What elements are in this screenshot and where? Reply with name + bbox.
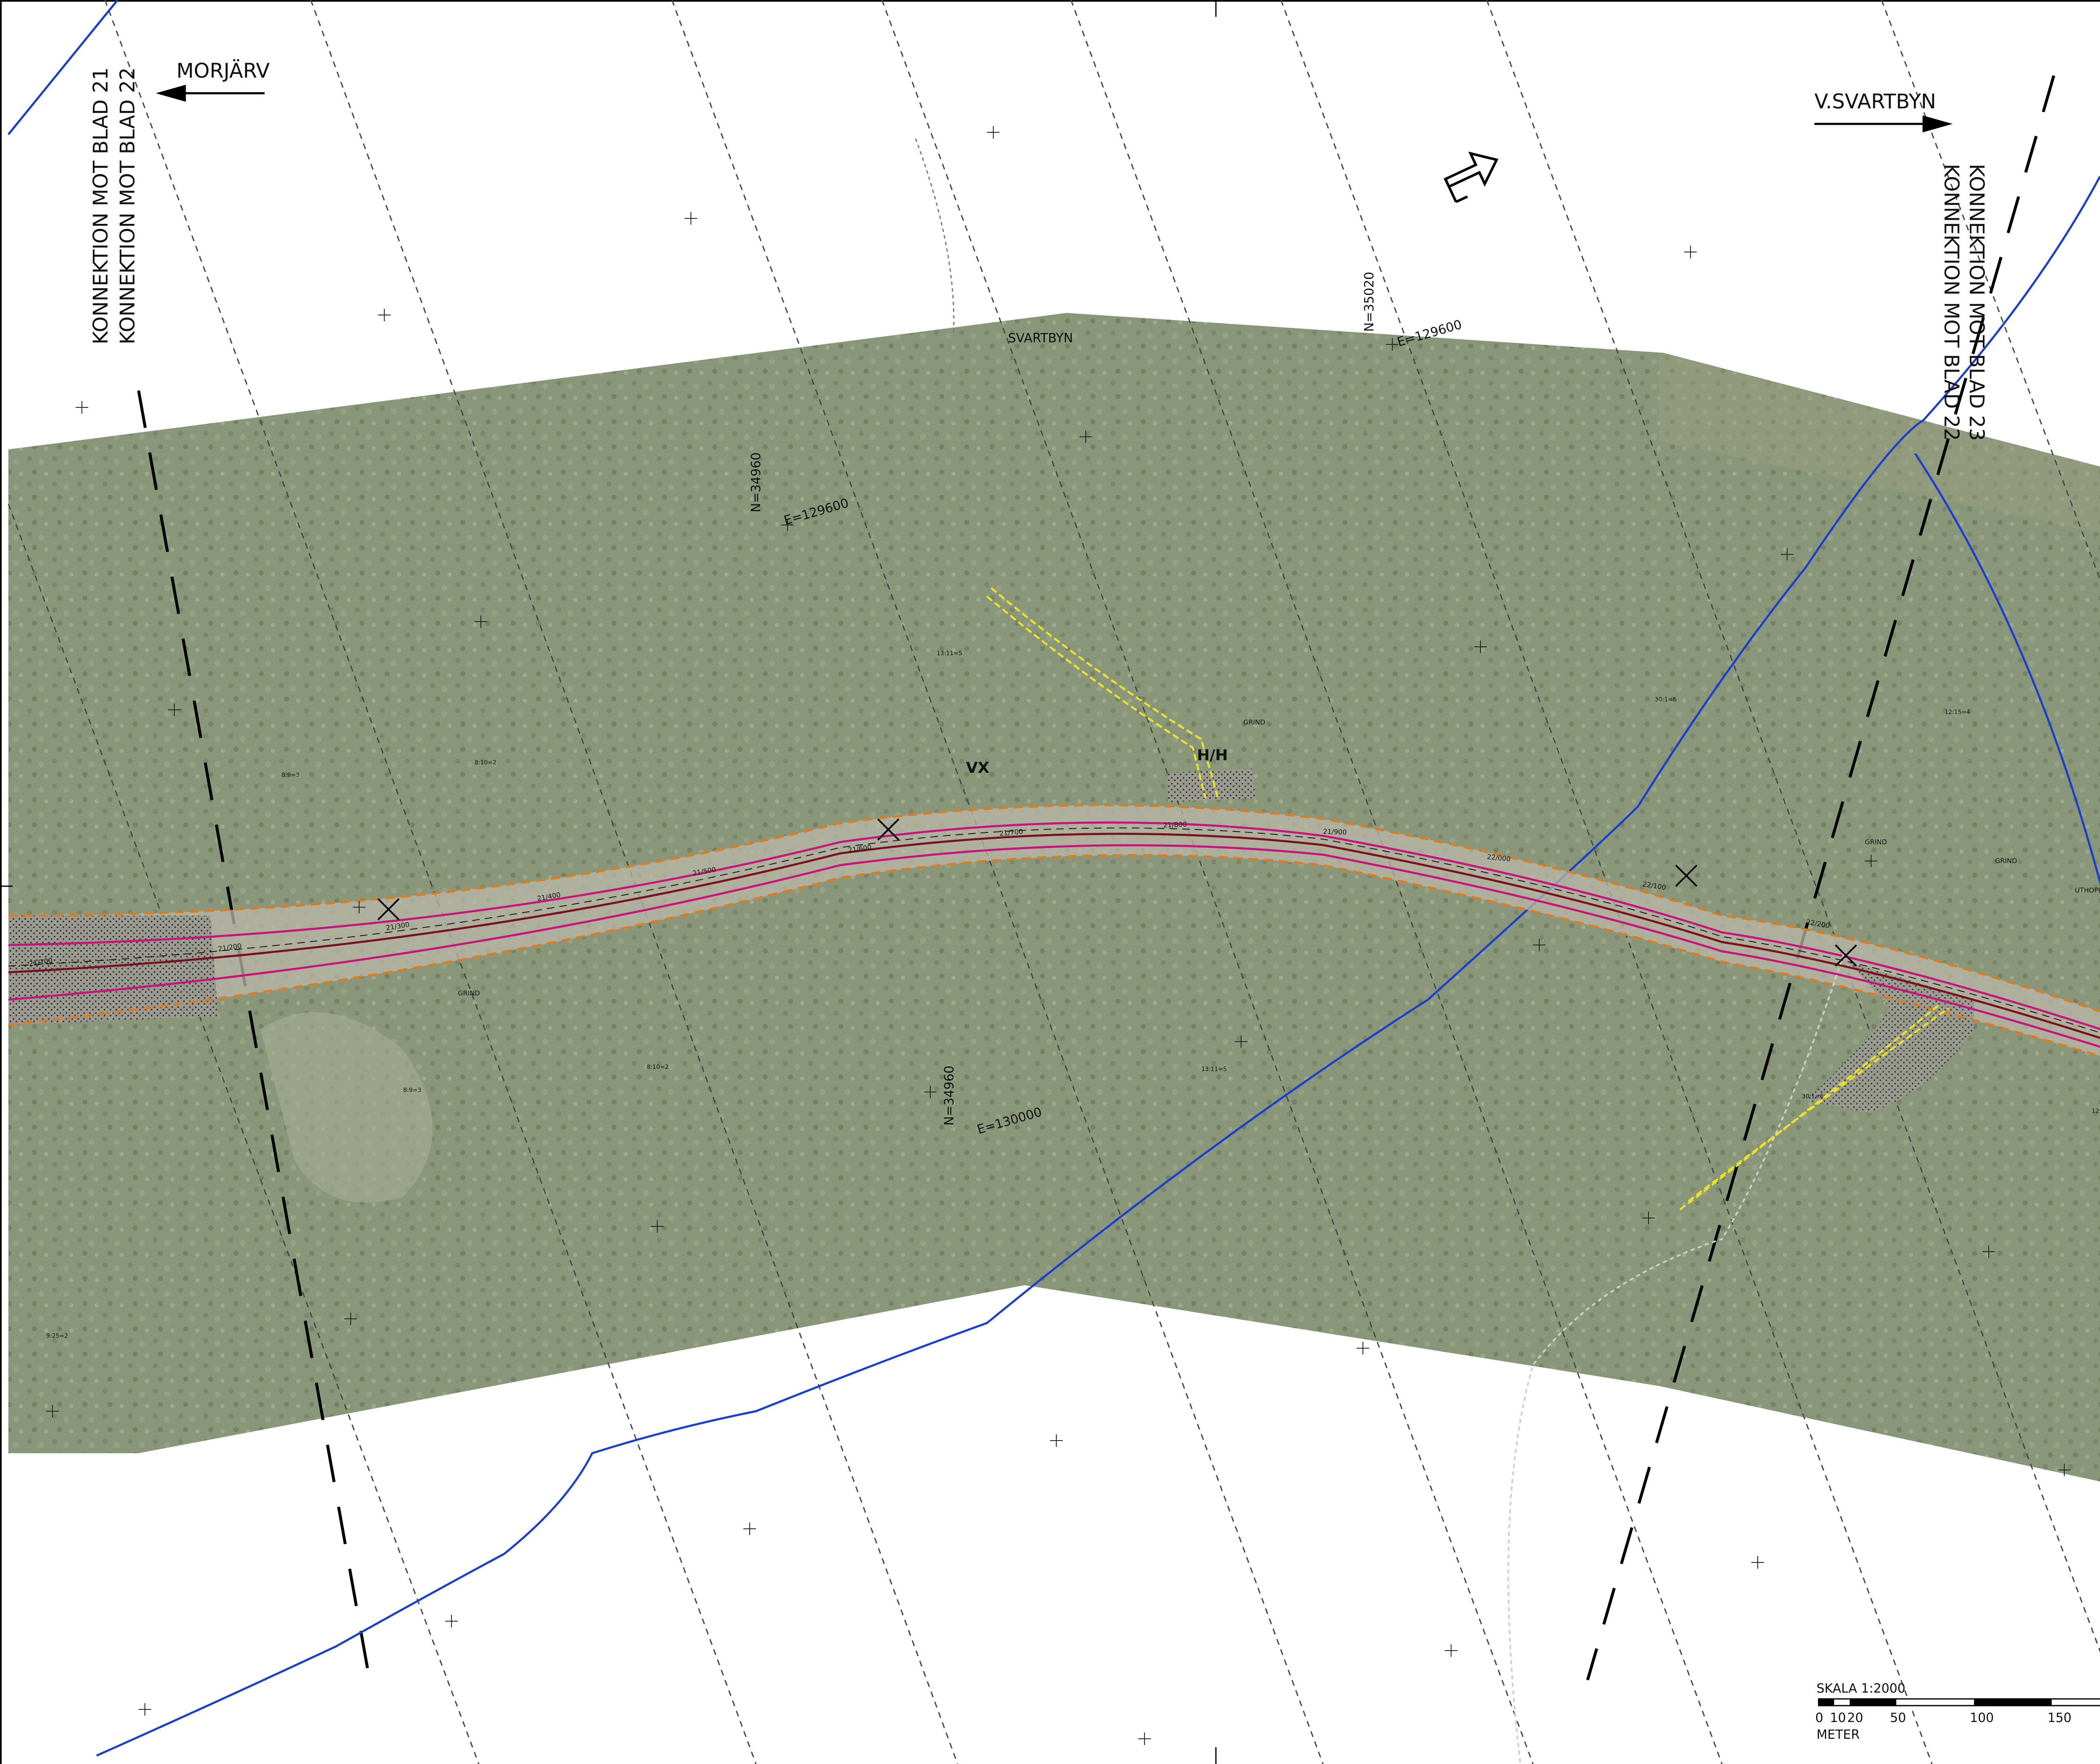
- area-label: 8:10=2: [475, 759, 496, 766]
- area-labels: 8:9=3 8:10=2 13:11=5 30:1=6 12:15=4 8:9=…: [46, 650, 2100, 1339]
- scale-tick: 50: [1890, 1711, 1906, 1725]
- access-paths: [986, 587, 1950, 1210]
- water-courses: [8, 0, 2100, 1757]
- area-label: 30:1=6: [1655, 696, 1677, 703]
- area-label: 8:10=2: [647, 1064, 669, 1071]
- scale-title: SKALA 1:2000: [1816, 1681, 1906, 1696]
- road-edges: [8, 821, 2100, 1048]
- dotted-cut-junction: [1806, 962, 1974, 1113]
- connection-right-1: KONNEKTION MOT BLAD 23: [1965, 164, 1988, 441]
- scale-tick: 0: [1815, 1711, 1823, 1725]
- area-label: 8:9=3: [281, 772, 299, 779]
- grind-label-2: GRIND: [458, 989, 480, 997]
- area-label: 12:15=4: [2092, 1108, 2100, 1115]
- dotted-cut-hh: [1168, 769, 1256, 802]
- culvert-markers: [377, 818, 1857, 967]
- chainage-label: 21/800: [1163, 820, 1187, 829]
- scale-bar: SKALA 1:2000 0 10 20 50 100 150 200 METE…: [1815, 1681, 2100, 1742]
- connection-left-2: KONNEKTION MOT BLAD 21: [89, 67, 113, 344]
- open-field: [1659, 353, 2100, 533]
- coord-n-34960-mid: N=34960: [749, 452, 764, 512]
- direction-west-label: MORJÄRV: [176, 59, 270, 83]
- chainage-label: 21/900: [1323, 827, 1347, 836]
- clearing: [260, 1012, 433, 1203]
- area-label: 12:15=4: [1945, 709, 1970, 716]
- grind-label-1: GRIND: [1243, 718, 1265, 726]
- grind-label-4: GRIND: [1995, 857, 2017, 865]
- area-label: 8:9=3: [403, 1087, 421, 1094]
- area-label: 30:1=6: [1802, 1093, 1824, 1100]
- scale-unit: METER: [1816, 1727, 1860, 1742]
- area-label: 13:11=5: [1201, 1066, 1227, 1073]
- connection-right-2: KONNEKTION MOT BLAD 22: [1940, 164, 1963, 441]
- place-name: SVARTBYN: [1008, 331, 1073, 346]
- uthopp-label: UTHOPP: [2075, 886, 2100, 894]
- track-north: [915, 138, 955, 336]
- road-centerline: [8, 832, 2100, 1039]
- vx-label: VX: [966, 759, 990, 777]
- aerial-photo-area: [8, 313, 2100, 1482]
- direction-east-label: V.SVARTBYN: [1814, 90, 1936, 113]
- survey-crosses: [46, 126, 2071, 1745]
- scale-tick: 150: [2048, 1711, 2071, 1725]
- scale-tick: 20: [1847, 1711, 1863, 1725]
- sheet-boundaries: [137, 75, 2055, 1680]
- area-label: 13:11=5: [937, 650, 962, 657]
- north-arrow-icon: [1444, 151, 1499, 203]
- chainage-labels: 21/100 21/200 21/300 21/400 21/500 21/60…: [29, 820, 1830, 968]
- scale-tick: 100: [1970, 1711, 1994, 1725]
- coord-n-34960-low: N=34960: [942, 1066, 957, 1126]
- track-south: [1507, 953, 1845, 1764]
- slope-edges: [8, 804, 2100, 1057]
- grind-label-3: GRIND: [1865, 838, 1887, 846]
- connection-left-1: KONNEKTION MOT BLAD 22: [116, 67, 139, 344]
- west-arrow-icon: [155, 84, 265, 102]
- east-arrow-icon: [1814, 115, 1953, 133]
- area-label: 9:25=2: [46, 1333, 68, 1339]
- chainage-label: 21/700: [999, 827, 1024, 837]
- scale-tick: 10: [1830, 1711, 1846, 1725]
- hh-label: H/H: [1197, 747, 1228, 764]
- coord-n-35020-top: N=35020: [1362, 272, 1377, 332]
